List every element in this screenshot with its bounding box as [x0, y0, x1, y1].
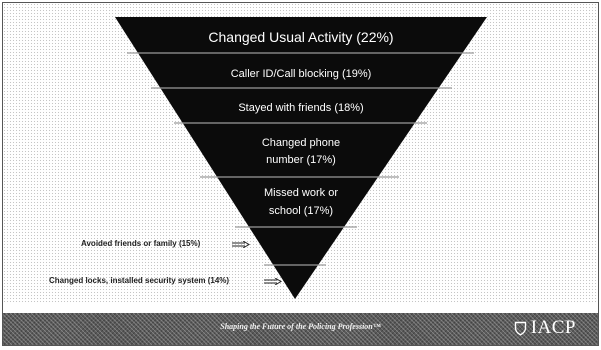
shield-icon [514, 321, 526, 336]
level-missed-work-or-school-line2: school (17%) [269, 205, 333, 217]
level-caller-id-call-blocking: Caller ID/Call blocking (19%) [231, 68, 372, 80]
right-arrow-icon [232, 241, 250, 248]
level-changed-locks-security-system: Changed locks, installed security system… [49, 276, 230, 285]
logo-text: IACP [530, 317, 576, 338]
funnel-separators [127, 52, 474, 266]
right-arrow-icon [264, 278, 282, 285]
level-changed-phone-number-line2: number (17%) [266, 154, 336, 166]
iacp-logo: IACP [514, 317, 576, 339]
level-avoided-friends-or-family: Avoided friends or family (15%) [81, 239, 201, 248]
footer-tagline: Shaping the Future of the Policing Profe… [220, 322, 381, 331]
funnel-diagram: Changed Usual Activity (22%) Caller ID/C… [115, 17, 487, 299]
slide: Changed Usual Activity (22%) Caller ID/C… [2, 2, 599, 346]
footer-bar: Shaping the Future of the Policing Profe… [3, 313, 598, 345]
level-stayed-with-friends: Stayed with friends (18%) [238, 102, 363, 114]
level-changed-phone-number-line1: Changed phone [262, 137, 340, 149]
level-changed-usual-activity: Changed Usual Activity (22%) [208, 29, 393, 45]
level-missed-work-or-school-line1: Missed work or [264, 187, 338, 199]
